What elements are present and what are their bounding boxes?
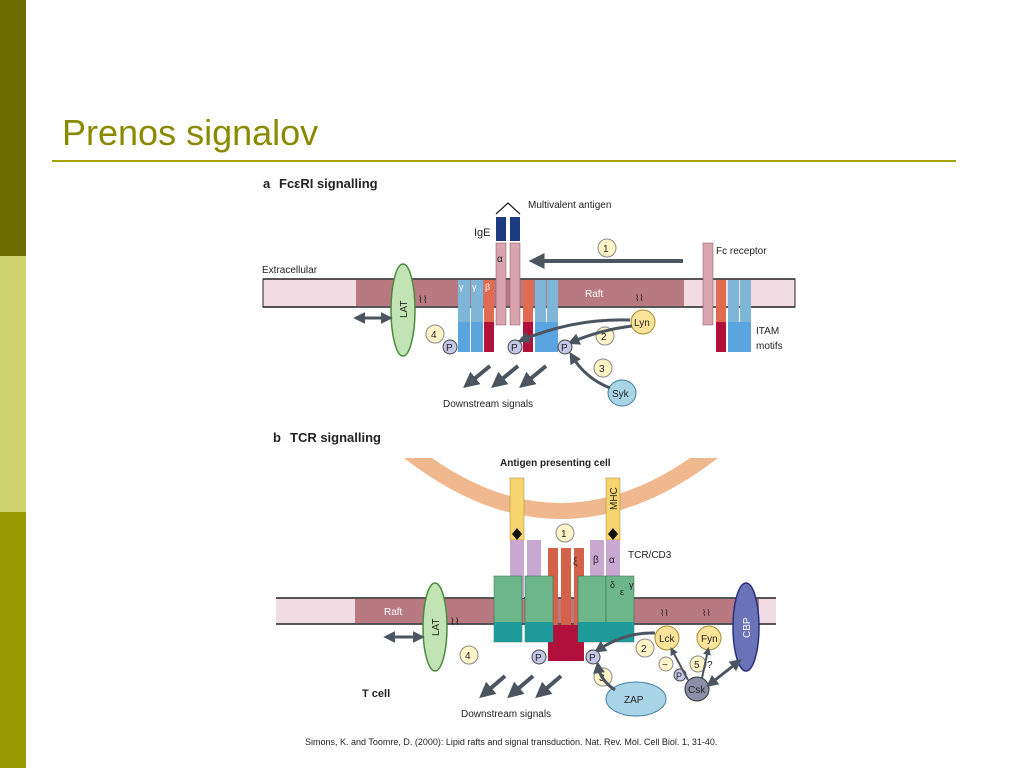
svg-text:P: P bbox=[446, 343, 453, 354]
syk-a bbox=[607, 379, 637, 407]
alpha-chain-a bbox=[495, 242, 507, 326]
svg-text:α: α bbox=[609, 555, 615, 566]
step3-a: 3 bbox=[599, 364, 605, 375]
svg-text:γ: γ bbox=[459, 282, 464, 292]
itam-label: ITAM bbox=[756, 326, 779, 337]
cbp bbox=[732, 582, 760, 672]
lat-a bbox=[390, 263, 416, 357]
panel-b-title: TCR signalling bbox=[290, 430, 381, 445]
lat-a-label: LAT bbox=[399, 300, 410, 318]
svg-text:⌇⌇: ⌇⌇ bbox=[635, 293, 644, 303]
zap bbox=[605, 681, 667, 717]
panel-a-letter: a bbox=[263, 176, 271, 191]
lck bbox=[654, 625, 680, 651]
lyn-a bbox=[630, 309, 656, 335]
svg-text:β: β bbox=[485, 282, 490, 292]
svg-text:Fyn: Fyn bbox=[701, 634, 718, 645]
svg-text:γ: γ bbox=[629, 580, 634, 590]
apc-label: Antigen presenting cell bbox=[500, 458, 611, 469]
svg-text:P: P bbox=[589, 653, 596, 664]
svg-text:β: β bbox=[593, 555, 599, 566]
step1-a: 1 bbox=[603, 244, 609, 255]
step4-a: 4 bbox=[431, 330, 437, 341]
svg-text:Lyn: Lyn bbox=[634, 318, 650, 329]
step5-b: 5 bbox=[694, 660, 700, 671]
svg-text:CBP: CBP bbox=[742, 617, 753, 638]
svg-text:P: P bbox=[561, 343, 568, 354]
svg-text:P: P bbox=[535, 653, 542, 664]
downstream-a: Downstream signals bbox=[443, 399, 533, 410]
svg-text:⌇⌇: ⌇⌇ bbox=[702, 608, 711, 618]
side-bar-top bbox=[0, 0, 26, 256]
antigen-presenting-cell bbox=[404, 458, 718, 519]
panel-b-letter: b bbox=[273, 430, 281, 445]
t-cell-label: T cell bbox=[362, 688, 390, 700]
motifs-label: motifs bbox=[756, 341, 783, 352]
svg-text:⌇⌇: ⌇⌇ bbox=[450, 617, 460, 628]
side-bar-middle bbox=[0, 256, 26, 512]
svg-text:Lck: Lck bbox=[659, 634, 676, 645]
mhc-label: MHC bbox=[609, 487, 620, 510]
fc-receptor-label: Fc receptor bbox=[716, 246, 767, 257]
citation: Simons, K. and Toomre, D. (2000): Lipid … bbox=[305, 737, 718, 747]
step2-a: 2 bbox=[601, 332, 607, 343]
svg-text:δ: δ bbox=[610, 580, 615, 590]
ige-right bbox=[510, 217, 520, 241]
title-divider bbox=[52, 160, 956, 162]
svg-text:⌇⌇: ⌇⌇ bbox=[660, 608, 669, 618]
svg-text:⌇⌇: ⌇⌇ bbox=[418, 295, 428, 306]
svg-text:Syk: Syk bbox=[612, 389, 630, 400]
svg-text:α: α bbox=[497, 254, 503, 265]
svg-text:ZAP: ZAP bbox=[624, 695, 644, 706]
fc-receptor-alpha bbox=[702, 242, 714, 326]
panel-b: b TCR signalling Antigen presenting cell… bbox=[273, 430, 776, 720]
svg-text:LAT: LAT bbox=[431, 618, 442, 636]
ige-left bbox=[496, 217, 506, 241]
side-bar-bottom bbox=[0, 512, 26, 768]
svg-text:Csk: Csk bbox=[688, 685, 706, 696]
lat-b bbox=[422, 582, 448, 672]
step4-b: 4 bbox=[465, 651, 471, 662]
panel-a: a FcεRI signalling Extracellular Raft LA… bbox=[262, 176, 796, 410]
svg-text:ξ: ξ bbox=[573, 557, 578, 568]
step2-b: 2 bbox=[641, 644, 647, 655]
multivalent-antigen-label: Multivalent antigen bbox=[528, 200, 611, 211]
ige-label: IgE bbox=[474, 227, 491, 239]
downstream-b: Downstream signals bbox=[461, 709, 551, 720]
svg-text:γ: γ bbox=[472, 282, 477, 292]
svg-text:P: P bbox=[511, 343, 518, 354]
panel-a-title: FcεRI signalling bbox=[279, 176, 378, 191]
raft-label-b: Raft bbox=[384, 607, 403, 618]
step1-b: 1 bbox=[561, 529, 567, 540]
tcr-cd3-label: TCR/CD3 bbox=[628, 550, 672, 561]
svg-text:P: P bbox=[676, 671, 682, 681]
raft-label-a: Raft bbox=[585, 289, 604, 300]
svg-text:ε: ε bbox=[620, 587, 624, 597]
extracellular-label: Extracellular bbox=[262, 265, 318, 276]
svg-text:?: ? bbox=[707, 660, 713, 671]
csk bbox=[684, 676, 710, 702]
svg-text:−: − bbox=[662, 660, 668, 671]
slide-title: Prenos signalov bbox=[62, 112, 319, 153]
